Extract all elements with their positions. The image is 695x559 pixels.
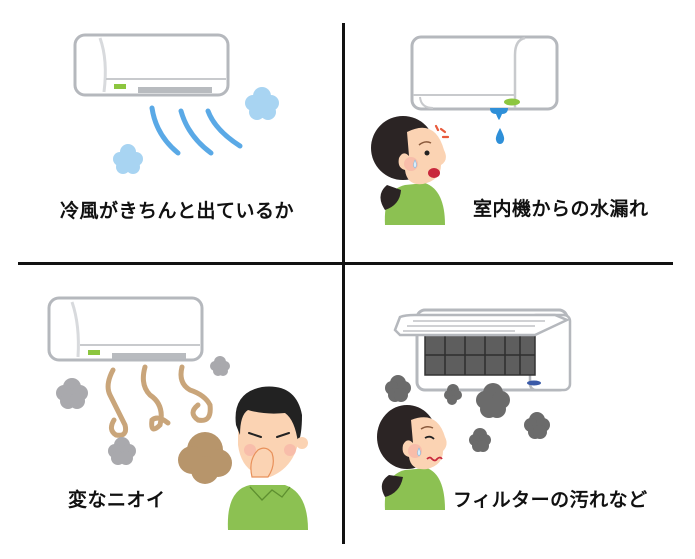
smoke-puff-icon <box>56 356 230 465</box>
dust-cloud-icon <box>385 375 550 452</box>
panel-cold-air: 冷風がきちんと出ているか <box>0 0 342 262</box>
stink-cloud-icon <box>178 432 232 484</box>
caption-water-leak: 室内機からの水漏れ <box>473 198 649 220</box>
air-conditioner-open-icon <box>393 308 572 392</box>
air-conditioner-icon <box>410 35 559 111</box>
panel-water-leak: 室内機からの水漏れ <box>345 0 695 262</box>
caption-cold-air: 冷風がきちんと出ているか <box>60 200 295 222</box>
panel-dirty-filter: フィルターの汚れなど <box>345 265 695 559</box>
dirty-filter-illustration <box>377 308 572 510</box>
water-drop-icon <box>490 108 508 144</box>
panel-strange-smell: 変なニオイ <box>0 265 342 559</box>
air-conditioner-cold-air-illustration <box>73 33 279 174</box>
cold-cloud-icon <box>113 87 279 174</box>
air-conditioner-icon <box>73 33 230 97</box>
woman-surprised-icon <box>371 116 450 225</box>
air-conditioner-icon <box>47 296 204 362</box>
woman-troubled-icon <box>377 405 447 510</box>
strange-smell-illustration <box>47 296 308 530</box>
water-leak-illustration <box>371 35 559 225</box>
airflow-icon <box>149 105 243 156</box>
caption-strange-smell: 変なニオイ <box>68 489 166 511</box>
caption-dirty-filter: フィルターの汚れなど <box>453 489 648 511</box>
vertical-divider <box>342 23 345 544</box>
horizontal-divider <box>18 262 673 265</box>
man-holding-nose-icon <box>227 386 308 530</box>
smell-wave-icon <box>105 364 213 438</box>
